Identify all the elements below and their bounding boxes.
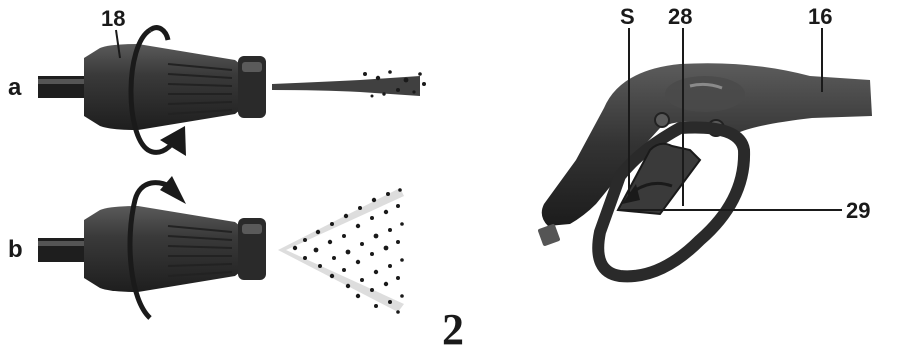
nozzle-a <box>38 28 426 156</box>
label-16: 16 <box>808 6 832 28</box>
figure-number: 2 <box>442 308 464 352</box>
spray-gun <box>537 63 872 276</box>
fan-spray <box>278 188 404 314</box>
label-29: 29 <box>846 200 870 222</box>
label-18: 18 <box>101 8 125 30</box>
nozzle-b <box>38 176 404 318</box>
label-28: 28 <box>668 6 692 28</box>
label-row-b: b <box>8 238 23 262</box>
label-S: S <box>620 6 635 28</box>
label-row-a: a <box>8 76 21 100</box>
